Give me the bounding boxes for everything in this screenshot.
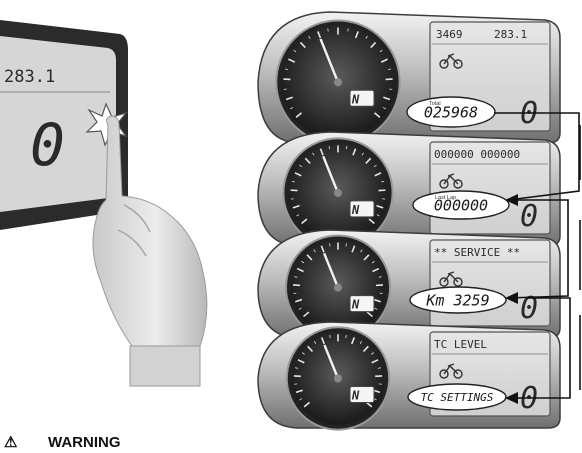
warning-label: WARNING (48, 434, 121, 451)
closeup-gear-digit: 0 (30, 111, 65, 179)
dashboard-1-tick (348, 29, 349, 32)
dashboard-1-gear-indicator-text: N (351, 92, 360, 106)
dashboard-3: N ** SERVICE ** 0 Km 3259 (258, 230, 560, 340)
dashboard-2-lcd-line: 000000 000000 (434, 148, 520, 161)
dashboard-2-tick (329, 146, 330, 149)
dashboard-1-lcd-left-value: 3469 (436, 28, 463, 41)
dashboard-3-tick (330, 243, 331, 246)
closeup-lcd-value: 283.1 (4, 67, 55, 87)
dashboard-3-callout-value: Km 3259 (425, 292, 489, 310)
hand-wrist (130, 346, 200, 386)
dashboard-3-gear-indicator-text: N (351, 298, 360, 312)
dashboard-2-gear-indicator-text: N (351, 203, 360, 217)
warning-heading: ⚠WARNING (4, 433, 121, 453)
dashboard-3-needle-hub (334, 284, 342, 292)
dashboard-4-gear-indicator-text: N (351, 389, 360, 403)
dashboard-1-lcd-right-value: 283.1 (494, 28, 527, 41)
dashboard-3-tick (346, 243, 347, 246)
dashboard-2-callout-value: 000000 (434, 197, 488, 215)
dashboard-3-lcd-line: ** SERVICE ** (434, 246, 520, 259)
hand-closeup: 283.1 0 (0, 20, 207, 386)
dashboard-4-needle-hub (334, 375, 342, 383)
warning-triangle-icon: ⚠ (4, 433, 48, 453)
dashboard-4-tick (346, 335, 347, 338)
dashboard-1-callout-value: 025968 (424, 104, 478, 122)
dashboard-2-tick (346, 146, 347, 149)
dashboard-4-lcd-line: TC LEVEL (434, 338, 487, 351)
dashboard-3-lcd-gear-digit: 0 (520, 291, 538, 326)
dashboard-stack: N3469283.10Total025968N000000 0000000Las… (258, 12, 560, 430)
dashboard-1-tick (328, 29, 329, 32)
dashboard-2-lcd-gear-digit: 0 (520, 199, 538, 234)
dashboard-4: NTC LEVEL0TC SETTINGS (258, 322, 560, 430)
dashboard-2-needle-hub (334, 189, 342, 197)
diagram-canvas: 283.1 0 N3469283.10Total025968N000000 00… (0, 0, 582, 433)
dashboard-1-needle-hub (334, 78, 342, 86)
dashboard-4-callout-value: TC SETTINGS (421, 391, 494, 404)
dashboard-4-tick (330, 335, 331, 338)
